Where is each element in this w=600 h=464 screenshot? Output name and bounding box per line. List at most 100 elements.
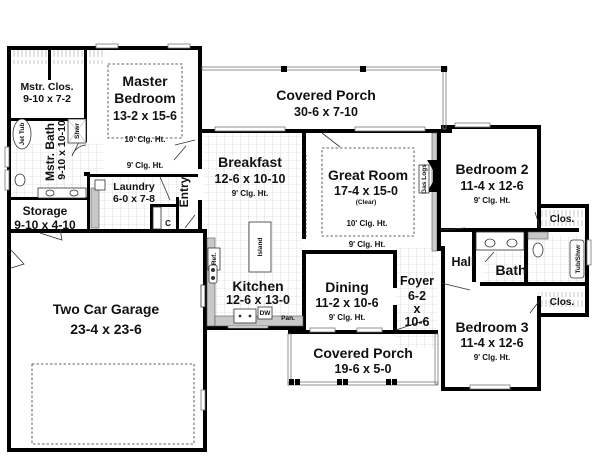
svg-text:Foyer: Foyer xyxy=(400,274,434,288)
range xyxy=(208,264,218,284)
room-covered-porch-front: Covered Porch 19-6 x 5-0 xyxy=(313,345,413,376)
laundry-floor xyxy=(91,177,183,229)
svg-text:10' Clg. Ht.: 10' Clg. Ht. xyxy=(124,135,165,144)
svg-text:17-4 x 15-0: 17-4 x 15-0 xyxy=(334,184,398,198)
great-room-tray-ceiling xyxy=(321,147,415,237)
svg-text:Laundry: Laundry xyxy=(113,181,155,193)
svg-text:Hall: Hall xyxy=(452,255,475,269)
room-kitchen: Kitchen 12-6 x 13-0 xyxy=(226,278,290,307)
svg-text:Mstr. Clos.: Mstr. Clos. xyxy=(20,81,73,93)
island-label: Island xyxy=(257,238,264,257)
svg-text:Two Car Garage: Two Car Garage xyxy=(53,301,160,317)
refrigerator-label: Ref. xyxy=(211,253,218,265)
room-storage: Storage 9-10 x 4-10 xyxy=(14,204,76,232)
svg-text:Clos.: Clos. xyxy=(550,214,575,225)
svg-text:6-0 x 7-8: 6-0 x 7-8 xyxy=(113,193,155,205)
room-closet-bedroom-2: Clos. xyxy=(550,214,575,225)
svg-text:9' Clg. Ht.: 9' Clg. Ht. xyxy=(232,189,269,198)
laundry-sink xyxy=(94,179,106,191)
gas-logs-label: Gas Logs xyxy=(421,164,428,194)
svg-text:12-6 x 13-0: 12-6 x 13-0 xyxy=(226,293,290,307)
room-bedroom-2: Bedroom 2 11-4 x 12-6 9' Clg. Ht. xyxy=(455,161,528,205)
room-breakfast: Breakfast 12-6 x 10-10 9' Clg. Ht. xyxy=(215,154,286,198)
coat-closet-label: C xyxy=(165,219,171,228)
svg-text:(Clear): (Clear) xyxy=(356,199,377,206)
svg-text:9' Clg. Ht.: 9' Clg. Ht. xyxy=(349,240,386,249)
svg-text:x: x xyxy=(414,302,421,316)
room-bedroom-3: Bedroom 3 11-4 x 12-6 9' Clg. Ht. xyxy=(455,319,528,362)
svg-text:12-6 x 10-10: 12-6 x 10-10 xyxy=(215,172,286,186)
master-closet-shelving xyxy=(10,50,104,64)
svg-text:9' Clg. Ht.: 9' Clg. Ht. xyxy=(474,196,511,205)
toilet-tank xyxy=(527,231,549,240)
gas-logs xyxy=(418,164,430,194)
room-laundry: Laundry 6-0 x 7-8 xyxy=(113,181,155,205)
covered-porch-front-structure xyxy=(287,333,439,386)
svg-text:6-2: 6-2 xyxy=(408,289,426,303)
svg-text:Bedroom: Bedroom xyxy=(114,90,175,106)
hall-toilet xyxy=(532,242,544,258)
tub-shower-label: Tub/Shwr xyxy=(575,244,582,274)
svg-text:10' Clg. Ht.: 10' Clg. Ht. xyxy=(346,219,387,228)
svg-text:13-2 x 15-6: 13-2 x 15-6 xyxy=(113,109,177,123)
room-covered-porch-rear: Covered Porch 30-6 x 7-10 xyxy=(276,87,376,119)
svg-text:Breakfast: Breakfast xyxy=(218,154,282,170)
shower-label: Shwr xyxy=(74,123,81,139)
tub-shower xyxy=(569,239,585,279)
bedroom2-closet-shelving xyxy=(538,210,584,226)
svg-text:9' Clg. Ht.: 9' Clg. Ht. xyxy=(474,353,511,362)
svg-text:9-10 x 10-10: 9-10 x 10-10 xyxy=(56,120,68,180)
jet-tub-label: Jet Tub xyxy=(19,123,26,146)
svg-text:23-4 x 23-6: 23-4 x 23-6 xyxy=(70,321,142,337)
master-tray-ceiling xyxy=(107,63,183,139)
master-toilet xyxy=(14,173,26,187)
svg-text:Mstr. Bath: Mstr. Bath xyxy=(43,123,57,181)
svg-text:30-6 x 7-10: 30-6 x 7-10 xyxy=(294,105,358,119)
room-master-closet: Mstr. Clos. 9-10 x 7-2 xyxy=(20,81,73,105)
svg-text:19-6 x 5-0: 19-6 x 5-0 xyxy=(335,362,392,376)
svg-text:11-4 x 12-6: 11-4 x 12-6 xyxy=(460,179,523,193)
svg-text:9-10 x 7-2: 9-10 x 7-2 xyxy=(23,93,71,105)
laundry-counter xyxy=(90,187,100,229)
garage-door-outline xyxy=(31,363,195,445)
kitchen-island xyxy=(248,221,272,273)
svg-text:Clos.: Clos. xyxy=(550,297,575,308)
pantry-label: Pan. xyxy=(281,315,295,322)
svg-text:9' Clg. Ht.: 9' Clg. Ht. xyxy=(127,161,164,170)
svg-text:11-2 x 10-6: 11-2 x 10-6 xyxy=(315,296,378,310)
room-foyer: Foyer 6-2 x 10-6 xyxy=(400,274,434,329)
svg-text:9' Clg. Ht.: 9' Clg. Ht. xyxy=(329,313,366,322)
master-vanity xyxy=(37,187,87,199)
doors xyxy=(10,132,541,331)
jet-tub-fixture xyxy=(12,118,32,150)
coat-closet-shelf xyxy=(152,206,162,230)
svg-text:Covered Porch: Covered Porch xyxy=(313,345,413,361)
svg-text:Dining: Dining xyxy=(325,279,369,295)
room-bath: Bath xyxy=(495,262,526,278)
svg-text:Bedroom 2: Bedroom 2 xyxy=(455,161,528,177)
kitchen-sink xyxy=(233,308,257,324)
room-closet-bedroom-3: Clos. xyxy=(550,297,575,308)
room-garage: Two Car Garage 23-4 x 23-6 xyxy=(53,301,160,337)
room-master-bedroom: Master Bedroom 13-2 x 15-6 10' Clg. Ht. … xyxy=(113,73,177,170)
svg-text:Entry: Entry xyxy=(177,176,191,207)
room-dining: Dining 11-2 x 10-6 9' Clg. Ht. xyxy=(315,279,378,322)
svg-text:Great Room: Great Room xyxy=(328,167,408,183)
room-master-bath: Mstr. Bath 9-10 x 10-10 xyxy=(43,120,68,181)
room-entry: Entry xyxy=(177,176,191,207)
svg-text:10-6: 10-6 xyxy=(404,315,429,329)
room-great-room: Great Room 17-4 x 15-0 (Clear) 10' Clg. … xyxy=(328,167,408,249)
room-hall: Hall xyxy=(452,255,475,269)
dishwasher xyxy=(257,306,273,320)
svg-text:11-4 x 12-6: 11-4 x 12-6 xyxy=(460,336,523,350)
dishwasher-label: DW xyxy=(260,310,272,317)
svg-text:Kitchen: Kitchen xyxy=(232,278,283,294)
svg-text:Bath: Bath xyxy=(495,262,526,278)
garage-vent xyxy=(200,284,206,308)
bedroom3-closet-shelving xyxy=(538,292,584,308)
svg-text:Master: Master xyxy=(122,73,168,89)
svg-text:Covered Porch: Covered Porch xyxy=(276,87,376,103)
covered-porch-rear-structure xyxy=(201,66,448,130)
svg-text:Bedroom 3: Bedroom 3 xyxy=(455,319,528,335)
